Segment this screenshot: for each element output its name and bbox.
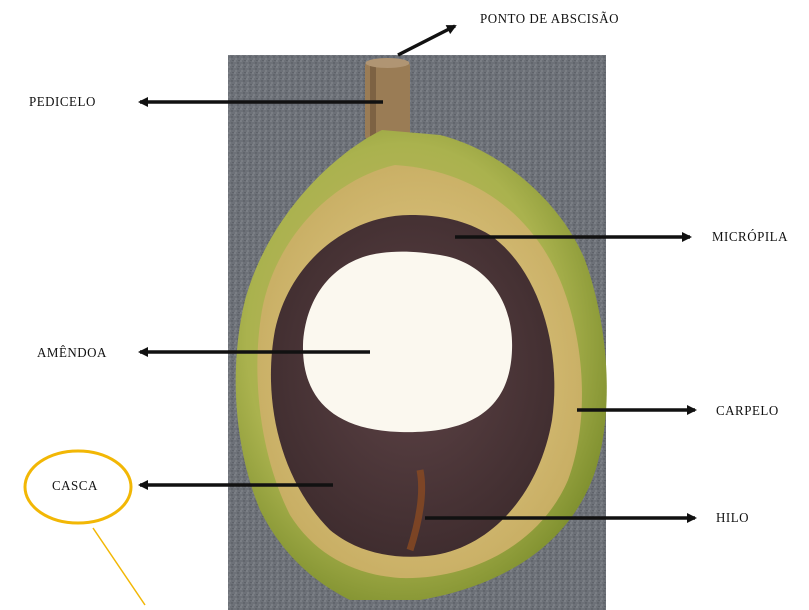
label-pedicelo: PEDICELO bbox=[29, 94, 96, 111]
label-micropila: MICRÓPILA bbox=[712, 229, 788, 246]
kernel bbox=[303, 252, 512, 433]
label-casca: CASCA bbox=[52, 478, 98, 495]
label-ponto-abscisao: PONTO DE ABSCISÃO bbox=[480, 11, 619, 28]
label-carpelo: CARPELO bbox=[716, 403, 779, 420]
label-hilo: HILO bbox=[716, 510, 749, 527]
label-amendoa: AMÊNDOA bbox=[37, 345, 107, 362]
arrow-ponto-abscisao bbox=[398, 26, 455, 55]
casca-highlight-tail bbox=[93, 528, 145, 605]
